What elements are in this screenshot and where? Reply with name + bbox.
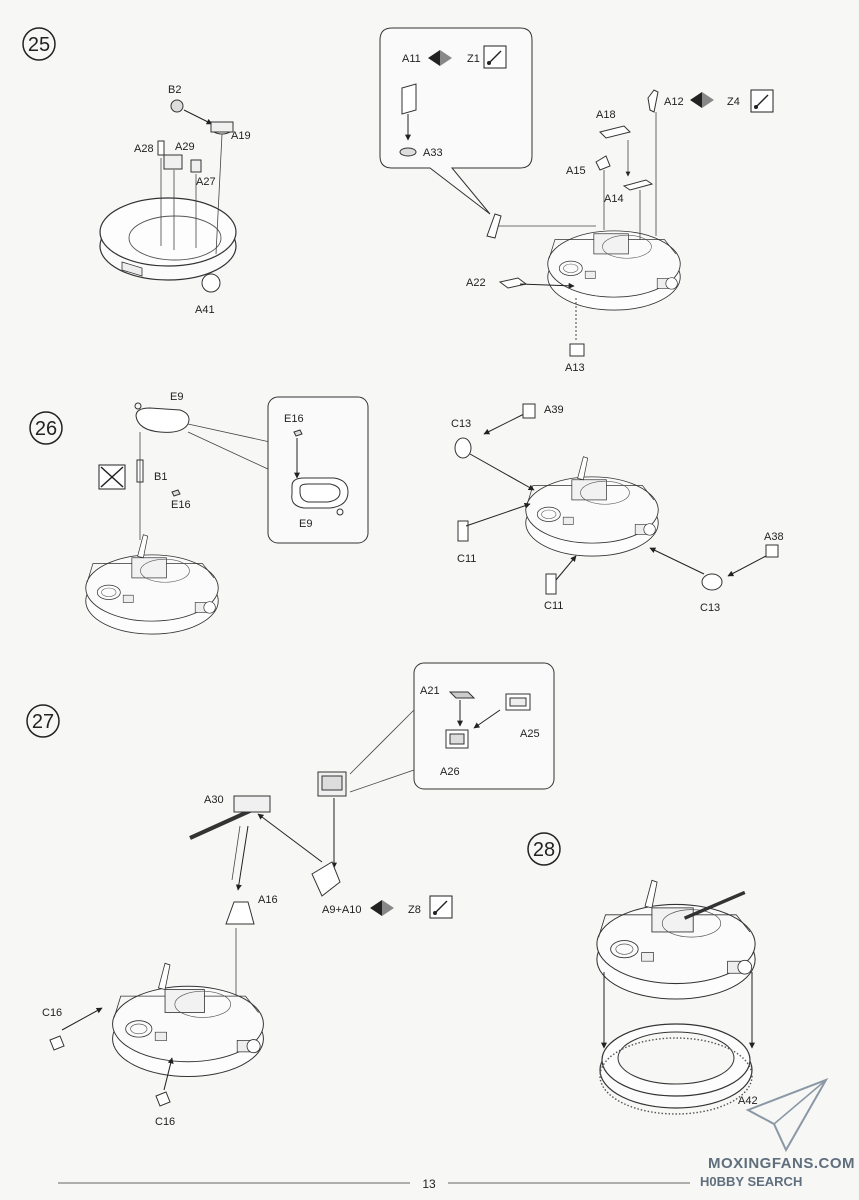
part-label: A30 [204, 794, 224, 806]
turret-drawing-27 [112, 962, 264, 1077]
step-number: 27 [32, 711, 54, 733]
part-label-b1: B1 [154, 471, 167, 483]
detail-callout-a21: A21 A26 A25 [413, 662, 555, 790]
part-label: A18 [596, 109, 616, 121]
part-label: E9 [170, 391, 183, 403]
step-27: 27 A21 A26 A25 A30 [26, 662, 555, 1128]
part-a27: A27 [190, 159, 216, 188]
part-label: A26 [440, 766, 460, 778]
part-label: A13 [565, 362, 585, 374]
part-a22: A22 [466, 277, 528, 289]
part-label: C16 [42, 1007, 62, 1019]
part-a28: A28 [134, 140, 165, 156]
swap-arrow-icon [370, 900, 394, 916]
part-label: A11 [402, 53, 421, 65]
step-26: 26 E9 B1 E16 E16 [29, 391, 784, 635]
part-a12: A12 Z4 [647, 89, 774, 113]
step-number: 28 [533, 839, 555, 861]
part-label-e16: E16 [171, 499, 191, 511]
part-label: E9 [299, 518, 312, 530]
part-c13-bottom: C13 [700, 573, 723, 614]
part-a15: A15 [566, 155, 611, 177]
part-label-a9a10: A9+A10 [322, 904, 361, 916]
turret-drawing-25 [547, 230, 681, 311]
part-label-z8: Z8 [408, 904, 421, 916]
swap-arrow-icon [428, 50, 452, 66]
part-label: C16 [155, 1116, 175, 1128]
turret-drawing-26-right [525, 456, 659, 557]
watermark: MOXINGFANS.COM H0BBY SEARCH [700, 1078, 855, 1189]
part-a30: A30 [189, 794, 271, 840]
part-a38: A38 [764, 531, 784, 558]
part-label: A28 [134, 143, 154, 155]
step-28: 28 A42 [527, 832, 758, 1115]
part-b2: B2 [168, 84, 184, 113]
part-c16-top: C16 [42, 1007, 65, 1051]
step-25: 25 B2 A19 A28 A29 A27 [22, 27, 774, 374]
part-a39: A39 [522, 403, 564, 419]
part-c11-bottom: C11 [544, 573, 563, 612]
part-a13: A13 [565, 343, 585, 374]
part-label: E16 [284, 413, 304, 425]
part-e9: E9 [134, 391, 190, 433]
part-c11-left: C11 [457, 520, 476, 565]
step-number-badge: 25 [22, 27, 56, 61]
detail-callout-a11: A11 Z1 A33 [379, 27, 533, 215]
turret-drawing-26-left [85, 534, 219, 635]
swap-arrow-icon [690, 92, 714, 108]
part-label: A29 [175, 141, 195, 153]
part-a14: A14 [604, 179, 654, 205]
turret-ring-drawing [99, 197, 237, 293]
part-a18: A18 [596, 109, 631, 139]
page-number: 13 [422, 1177, 436, 1191]
part-label: A25 [520, 728, 540, 740]
paint-brush-icon [429, 895, 453, 919]
page-footer: 13 [58, 1177, 690, 1191]
part-a16: A16 [225, 894, 278, 925]
part-label: Z1 [467, 53, 480, 65]
step-number-badge: 26 [29, 411, 63, 445]
part-label: A15 [566, 165, 586, 177]
part-label: A21 [420, 685, 440, 697]
part-label: A33 [423, 147, 443, 159]
part-a19: A19 [210, 121, 251, 142]
part-label: A14 [604, 193, 624, 205]
step-number: 25 [28, 34, 50, 56]
paper-plane-logo [745, 1078, 829, 1153]
part-label: B2 [168, 84, 181, 96]
watermark-site: MOXINGFANS.COM [708, 1155, 855, 1172]
step-number: 26 [35, 418, 57, 440]
cut-part-icon [98, 464, 126, 490]
part-label-a41: A41 [195, 304, 215, 316]
paint-brush-icon [483, 45, 507, 69]
part-label: A42 [738, 1095, 758, 1107]
part-label: A16 [258, 894, 278, 906]
part-label: Z4 [727, 96, 740, 108]
part-label: A38 [764, 531, 784, 543]
detail-callout-e16: E16 E9 [267, 396, 369, 544]
part-label: C11 [457, 553, 476, 565]
part-a29: A29 [163, 141, 195, 170]
part-c16-bottom: C16 [155, 1091, 175, 1128]
part-label: A12 [664, 96, 684, 108]
part-c13-top: C13 [451, 418, 472, 459]
step-number-badge: 27 [26, 704, 60, 738]
part-a42-turret-ring: A42 [599, 1023, 758, 1115]
part-label: A27 [196, 176, 216, 188]
part-label: A39 [544, 404, 564, 416]
paint-brush-icon [750, 89, 774, 113]
watermark-shop: H0BBY SEARCH [700, 1174, 802, 1189]
turret-drawing-28 [596, 879, 756, 1000]
step-number-badge: 28 [527, 832, 561, 866]
part-label: A19 [231, 130, 251, 142]
part-label: A22 [466, 277, 486, 289]
part-label: C13 [700, 602, 720, 614]
part-label: C13 [451, 418, 471, 430]
part-label: C11 [544, 600, 563, 612]
